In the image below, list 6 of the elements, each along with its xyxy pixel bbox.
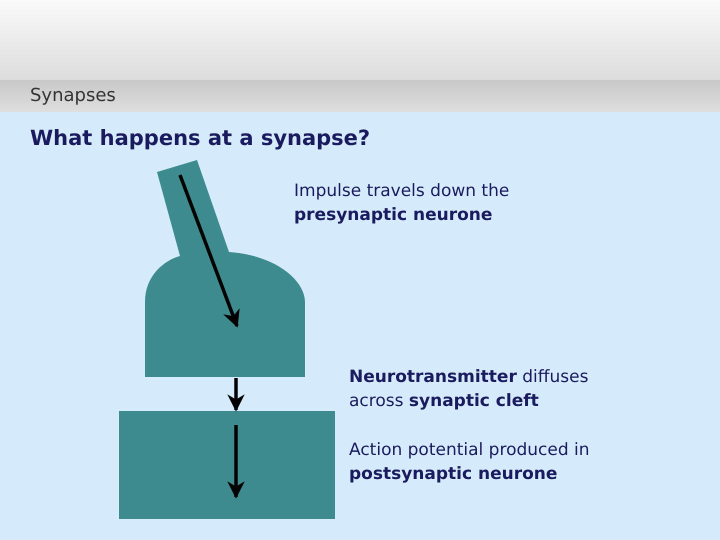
- section-heading: Synapses: [30, 84, 117, 108]
- slide-title: What happens at a synapse?: [30, 126, 370, 150]
- annotation-text: Neurotransmitter diffuses across synaptic cleft: [349, 366, 590, 413]
- arrow: [227, 378, 245, 412]
- annotation-text: Action potential produced in postsynaptic neurone: [349, 439, 591, 486]
- annotation-text: Impulse travels down the presynaptic neurone: [294, 180, 510, 227]
